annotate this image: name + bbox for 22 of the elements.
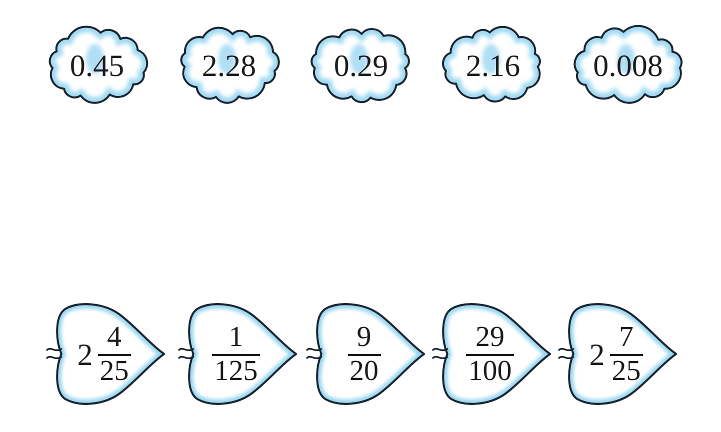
- whole-number: 2: [77, 338, 93, 370]
- denominator: 25: [610, 356, 642, 386]
- numerator: 9: [356, 322, 372, 352]
- numerator: 7: [618, 322, 634, 352]
- denominator: 100: [467, 356, 513, 386]
- numerator: 29: [474, 322, 506, 352]
- leaf: [46, 300, 166, 408]
- number: 2.16: [466, 50, 520, 80]
- denominator: 125: [213, 356, 259, 386]
- denominator: 25: [98, 356, 130, 386]
- number: 2.28: [202, 50, 256, 80]
- number: 0.008: [593, 50, 663, 80]
- whole-number: 2: [589, 338, 605, 370]
- leaf: [558, 300, 678, 408]
- leaf: [178, 300, 298, 408]
- leaf: [432, 300, 552, 408]
- denominator: 20: [348, 356, 380, 386]
- number: 0.45: [70, 50, 124, 80]
- leaf: [306, 300, 426, 408]
- numerator: 1: [228, 322, 244, 352]
- number: 0.29: [334, 50, 388, 80]
- numerator: 4: [106, 322, 122, 352]
